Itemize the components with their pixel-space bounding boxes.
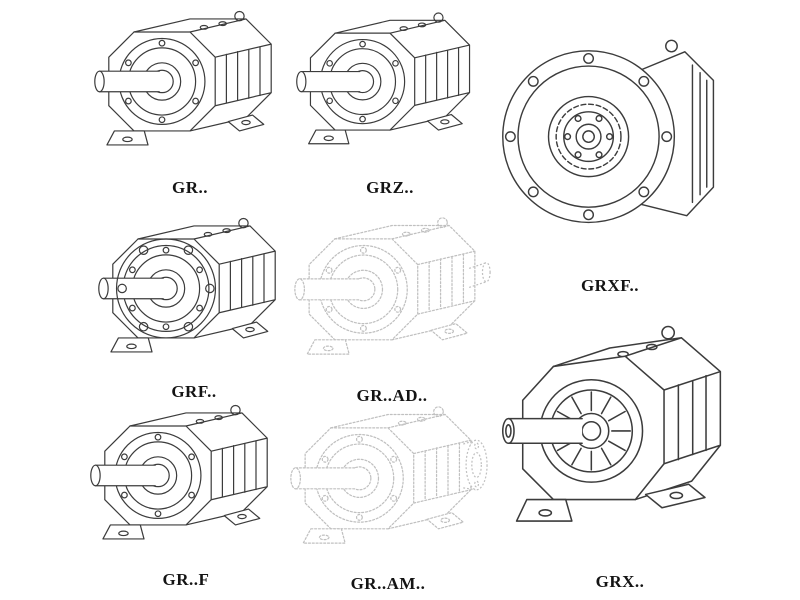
figure-gr: GR.. [92,2,288,200]
model-label-grxf: GRXF.. [580,276,640,295]
model-label-gr: GR.. [172,178,208,197]
gearbox-drawing-gr [92,2,288,174]
gearbox-drawing-gr-f [88,398,284,566]
model-label-grx: GRX.. [595,572,645,591]
model-label-grz: GRZ.. [366,178,414,197]
gearbox-drawing-gr-ad [292,210,491,382]
model-label-gr-f: GR..F [162,570,210,589]
figure-grf: GRF.. [96,212,292,404]
input-adapter-shaft [468,262,491,289]
gearbox-drawing-gr-am [288,400,488,570]
figure-gr-am: GR..AM.. [288,400,488,596]
figure-gr-f: GR..F [88,398,284,592]
motor-adapter-flange [463,439,488,491]
model-label-gr-am: GR..AM.. [350,574,426,593]
figure-grxf: GRXF.. [498,6,722,298]
figure-gr-ad: GR..AD.. [292,210,492,408]
figure-grx: GRX.. [492,298,748,594]
figure-grz: GRZ.. [294,2,486,200]
gearbox-drawing-grx [492,298,748,568]
gearbox-drawing-grxf [498,6,722,272]
model-label-grf: GRF.. [171,382,217,401]
gearbox-drawing-grf [96,212,292,378]
model-label-gr-ad: GR..AD.. [356,386,428,405]
gearbox-drawing-grz [294,2,486,174]
